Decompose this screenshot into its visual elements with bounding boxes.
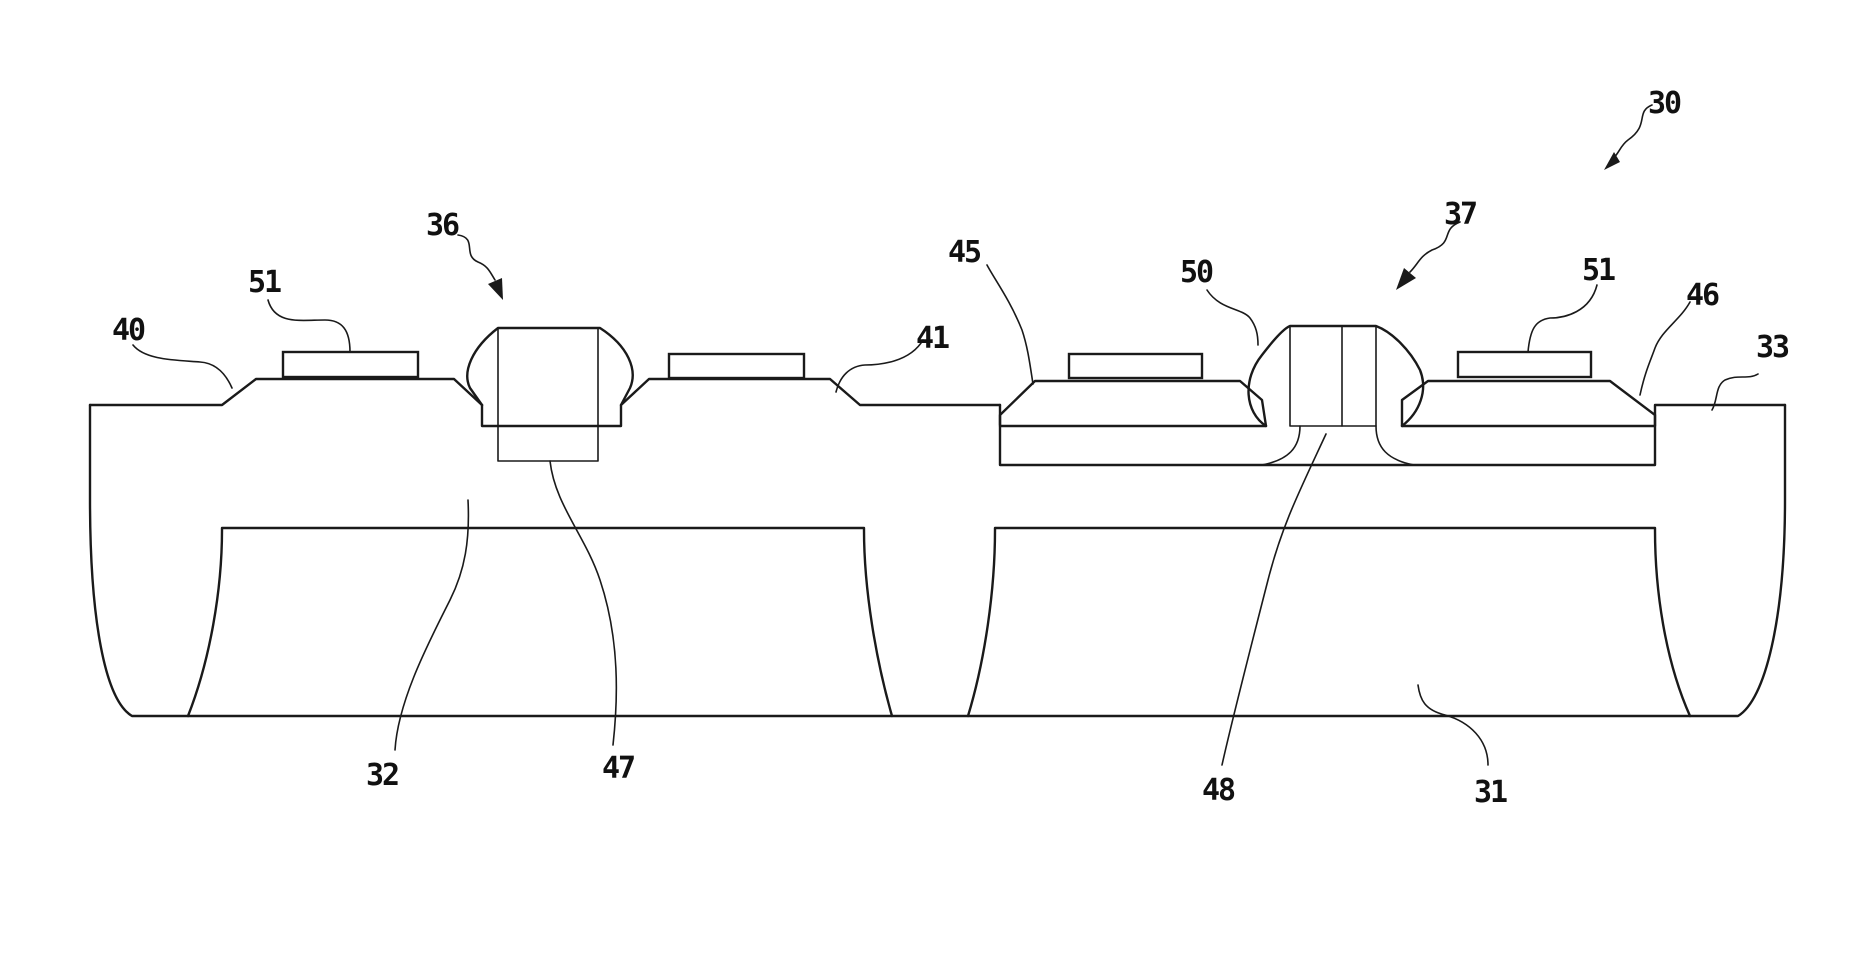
leader-45 — [987, 265, 1033, 384]
label-50: 50 — [1180, 255, 1213, 290]
left-gate-implant-47 — [498, 426, 598, 461]
leader-51-left — [268, 300, 350, 352]
contact-pad-right-2 — [1458, 352, 1591, 377]
leader-47 — [550, 461, 616, 745]
label-47: 47 — [602, 751, 634, 786]
label-32: 32 — [366, 758, 398, 793]
right-gate-implant-48-left — [1262, 426, 1300, 465]
label-45: 45 — [948, 235, 981, 270]
label-46: 46 — [1686, 278, 1719, 313]
right-device-layer — [1000, 405, 1785, 465]
label-37: 37 — [1444, 197, 1476, 232]
contact-pad-right-1 — [1069, 354, 1202, 378]
label-41: 41 — [916, 321, 949, 356]
left-gate-spacer — [467, 328, 632, 405]
right-device-upper-right — [1402, 381, 1655, 426]
buried-layer-left — [188, 528, 892, 716]
leader-36 — [458, 235, 495, 280]
arrowhead-37 — [1396, 268, 1416, 290]
contact-pad-left — [283, 352, 418, 377]
arrowhead-30 — [1604, 152, 1620, 170]
left-well-surface — [482, 379, 1000, 426]
right-device-upper-left — [1000, 381, 1266, 426]
label-36: 36 — [426, 208, 459, 243]
substrate-outline — [90, 405, 1785, 716]
leader-30 — [1612, 105, 1652, 160]
arrowhead-36 — [488, 278, 503, 300]
label-51-right: 51 — [1582, 253, 1615, 288]
label-40: 40 — [112, 313, 145, 348]
right-gate-spacer — [1249, 326, 1424, 426]
leader-32 — [395, 500, 468, 750]
leader-51-right — [1528, 285, 1597, 352]
leader-31 — [1418, 685, 1488, 765]
label-31: 31 — [1474, 775, 1507, 810]
label-51-left: 51 — [248, 265, 281, 300]
surface-left — [90, 379, 482, 405]
contact-pad-middle — [669, 354, 804, 378]
label-30: 30 — [1648, 86, 1681, 121]
right-gate-body — [1290, 326, 1376, 426]
leader-46 — [1640, 302, 1690, 395]
right-gate-implant-48-right — [1376, 426, 1414, 465]
leader-41 — [836, 340, 923, 392]
leader-40 — [133, 345, 232, 388]
buried-layer-right — [968, 528, 1690, 716]
label-48: 48 — [1202, 773, 1235, 808]
left-gate-body — [498, 328, 598, 426]
label-33: 33 — [1756, 330, 1789, 365]
leader-50 — [1207, 290, 1258, 345]
